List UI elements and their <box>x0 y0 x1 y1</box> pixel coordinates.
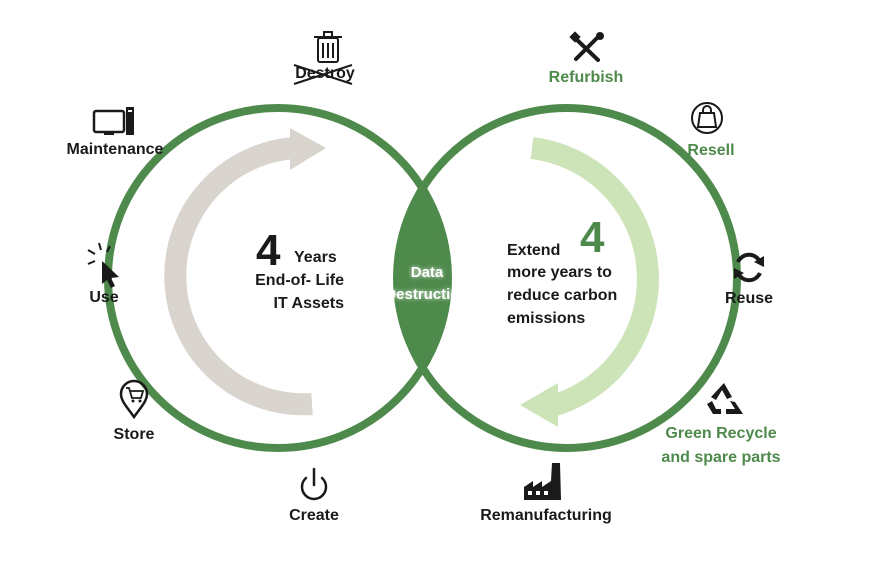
stage-maintenance-label: Maintenance <box>66 141 164 158</box>
power-icon <box>300 467 328 501</box>
data-destruction-line2: Destruction <box>385 286 469 303</box>
shopping-cart-pin-icon <box>119 379 149 420</box>
left-end-of-life: End-of- Life <box>255 272 344 289</box>
right-more-years: more years to <box>507 264 612 281</box>
stage-resell-label: Resell <box>687 142 735 159</box>
stage-remanufacturing-label: Remanufacturing <box>480 507 612 524</box>
right-emissions: emissions <box>507 310 586 327</box>
data-destruction-text: Data Destruction <box>373 262 481 306</box>
stage-destroy-label: Destroy <box>295 65 355 82</box>
recycle-icon <box>707 383 743 414</box>
stage-refurbish-label: Refurbish <box>548 69 624 86</box>
computer-icon <box>92 107 134 135</box>
left-cycle-arrow-body <box>164 137 313 416</box>
tools-icon <box>569 31 604 62</box>
right-cycle-arrowhead <box>520 383 558 427</box>
left-years-number: 4 <box>256 226 281 275</box>
right-years-number: 4 <box>580 213 605 262</box>
factory-icon <box>524 463 561 500</box>
right-reduce-carbon: reduce carbon <box>507 287 618 304</box>
left-years-word: Years <box>294 249 337 266</box>
stage-create-label: Create <box>289 507 339 524</box>
data-destruction-line1: Data <box>410 264 444 281</box>
stage-store-label: Store <box>113 426 155 443</box>
trash-crossed-icon <box>293 31 353 85</box>
shopping-bag-icon <box>691 102 723 134</box>
cursor-click-icon <box>87 242 119 288</box>
refresh-icon <box>734 252 764 283</box>
stage-green-recycle-label: Green Recycle <box>665 425 777 442</box>
left-it-assets: IT Assets <box>273 295 344 312</box>
stage-use-label: Use <box>89 289 119 306</box>
stage-spare-parts-label: and spare parts <box>661 449 781 466</box>
right-extend: Extend <box>507 242 561 259</box>
stage-reuse-label: Reuse <box>724 290 774 307</box>
left-cycle-arrowhead <box>290 128 326 170</box>
right-cycle-ring <box>393 104 741 452</box>
right-cycle-arrow-body <box>530 137 659 417</box>
